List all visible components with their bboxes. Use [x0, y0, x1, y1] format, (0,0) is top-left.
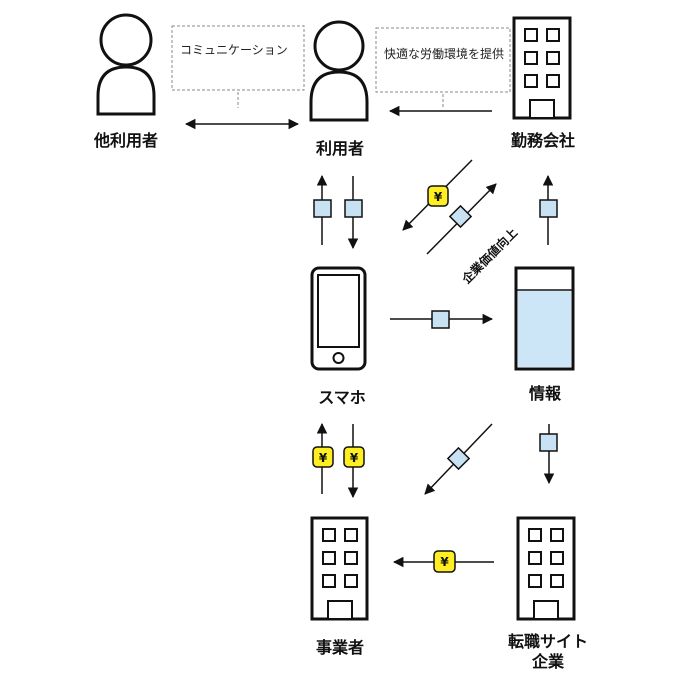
- environment-note: [375, 27, 511, 93]
- data-icon: [344, 199, 363, 218]
- other-users-label: 他利用者: [93, 131, 158, 150]
- yen-icon: ¥: [427, 185, 449, 207]
- communication-note-text: コミュニケーション: [180, 43, 288, 57]
- information-label: 情報: [528, 384, 561, 403]
- smartphone-icon: [310, 266, 367, 371]
- business-building-icon: [310, 516, 369, 621]
- data-icon: [446, 446, 471, 471]
- company-building-icon: [512, 16, 572, 120]
- yen-label: ¥: [440, 555, 449, 569]
- other-users-person-icon: [96, 13, 156, 116]
- yen-label: ¥: [350, 451, 359, 465]
- business-label: 事業者: [315, 638, 364, 657]
- data-icon: [539, 433, 558, 452]
- user-person-icon: [309, 20, 369, 122]
- environment-note-text: 快適な労働環境を提供: [384, 47, 505, 61]
- user-label: 利用者: [315, 139, 364, 158]
- yen-icon: ¥: [433, 550, 456, 573]
- info-doc-icon: [514, 266, 575, 371]
- data-icon: [539, 199, 558, 218]
- yen-icon: ¥: [312, 446, 334, 468]
- yen-label: ¥: [434, 190, 443, 204]
- data-icon: [448, 204, 473, 229]
- yen-label: ¥: [319, 451, 328, 465]
- data-icon: [431, 310, 450, 329]
- data-icon: [313, 199, 332, 218]
- job-site-building-icon: [516, 516, 576, 621]
- smartphone-label: スマホ: [318, 388, 366, 407]
- yen-icon: ¥: [343, 446, 365, 468]
- communication-note: [171, 25, 305, 91]
- company-label: 勤務会社: [510, 131, 575, 150]
- job-site-label-line2: 企業: [531, 652, 564, 671]
- job-site-label-line1: 転職サイト: [507, 632, 588, 651]
